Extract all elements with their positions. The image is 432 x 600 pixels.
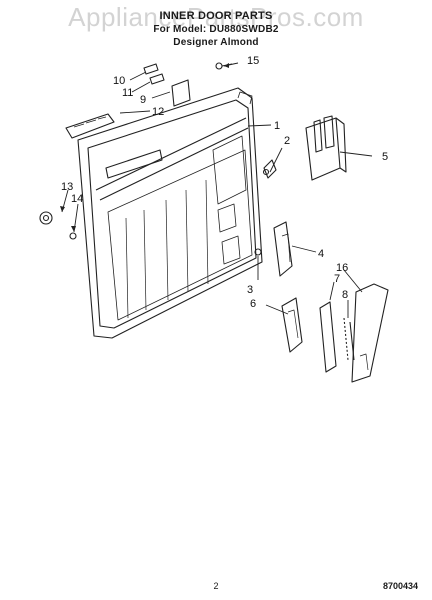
model-subtitle: For Model: DU880SWDB2 [153,24,279,35]
badge-part [65,113,115,139]
callout-13: 13 [61,181,73,193]
door-link-part [319,301,337,373]
latch-part [262,159,277,179]
side-panel-part [351,283,389,383]
cover-part [171,79,191,107]
callout-5: 5 [382,151,388,163]
callout-12: 12 [152,106,164,118]
inner-door-panel [77,87,263,339]
page-title: INNER DOOR PARTS [159,10,273,22]
document-code: 8700434 [382,581,418,591]
door-rail-part [273,221,293,277]
callout-labels: 1 2 3 4 5 6 7 8 9 10 11 12 13 14 15 16 [61,55,388,310]
spring-part [254,248,262,256]
page-number: 2 [213,581,219,591]
door-arm-part [281,297,303,353]
callout-11: 11 [122,87,133,99]
color-variant: Designer Almond [173,37,259,48]
callout-2: 2 [284,135,290,147]
dispenser-module [305,115,347,181]
knob-parts [39,211,77,240]
callout-15: 15 [247,55,259,67]
clip-parts [143,63,165,85]
callout-6: 6 [250,298,256,310]
callout-7: 7 [334,273,340,285]
callout-1: 1 [274,120,280,132]
leader-lines [61,62,373,318]
callout-4: 4 [318,248,324,260]
callout-8: 8 [342,289,348,301]
leader-arrowheads [60,63,229,232]
callout-9: 9 [140,94,146,106]
callout-3: 3 [247,284,253,296]
callout-16: 16 [336,262,348,274]
callout-10: 10 [113,75,125,87]
callout-14: 14 [71,193,83,205]
spring-strip-part [343,317,355,361]
